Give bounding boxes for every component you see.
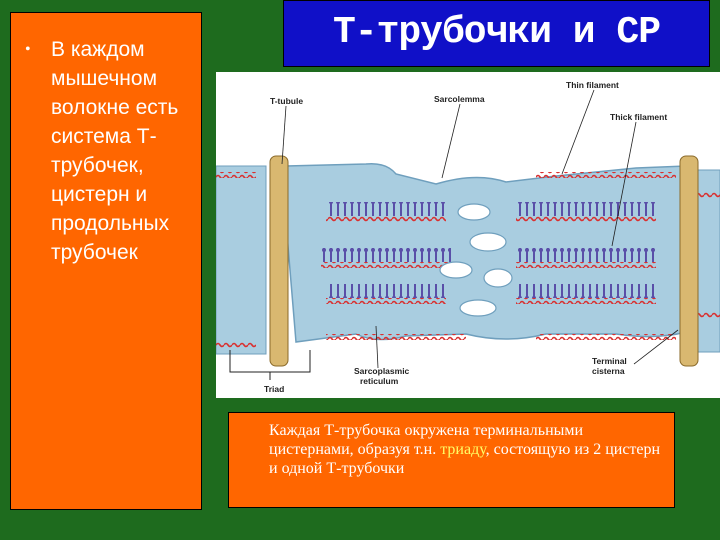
t-tubule-left: [269, 155, 289, 367]
bullet-text: В каждом мышечном волокне есть система Т…: [51, 38, 179, 264]
title-box: Т-трубочки и СР: [283, 0, 710, 67]
reticulum-network: [439, 203, 513, 317]
sr-left: [215, 165, 267, 355]
label-t-tubule: T-tubule: [270, 96, 303, 106]
label-thick-filament: Thick filament: [610, 112, 667, 122]
caption-text: Каждая Т-трубочка окружена терминальными…: [269, 421, 669, 478]
label-thin-filament: Thin filament: [566, 80, 619, 90]
label-sr-1: Sarcoplasmic: [354, 366, 410, 376]
label-triad: Triad: [264, 384, 284, 394]
left-text-panel: • В каждом мышечном волокне есть система…: [10, 12, 202, 510]
diagram-svg: T-tubule Sarcolemma Thin filament Thick …: [215, 80, 720, 394]
caption-part2: , состоящую из 2 цистерн и одной Т-трубо…: [269, 441, 661, 477]
label-terminal-2: cisterna: [592, 366, 625, 376]
filament-bands: [216, 172, 720, 348]
muscle-fiber-diagram: T-tubule Sarcolemma Thin filament Thick …: [215, 72, 720, 398]
leader-lines: [281, 89, 679, 369]
caption-part1: Каждая Т-трубочка окружена терминальными…: [269, 422, 584, 458]
bullet-item: • В каждом мышечном волокне есть система…: [25, 35, 197, 267]
t-tubule-right: [679, 155, 699, 367]
page-title: Т-трубочки и СР: [332, 11, 661, 54]
label-sr-2: reticulum: [360, 376, 399, 386]
caption-highlight: триаду: [440, 441, 486, 458]
caption-box: Каждая Т-трубочка окружена терминальными…: [228, 412, 675, 508]
label-terminal-1: Terminal: [592, 356, 627, 366]
label-sarcolemma: Sarcolemma: [434, 94, 485, 104]
bullet-dot: •: [25, 41, 31, 58]
